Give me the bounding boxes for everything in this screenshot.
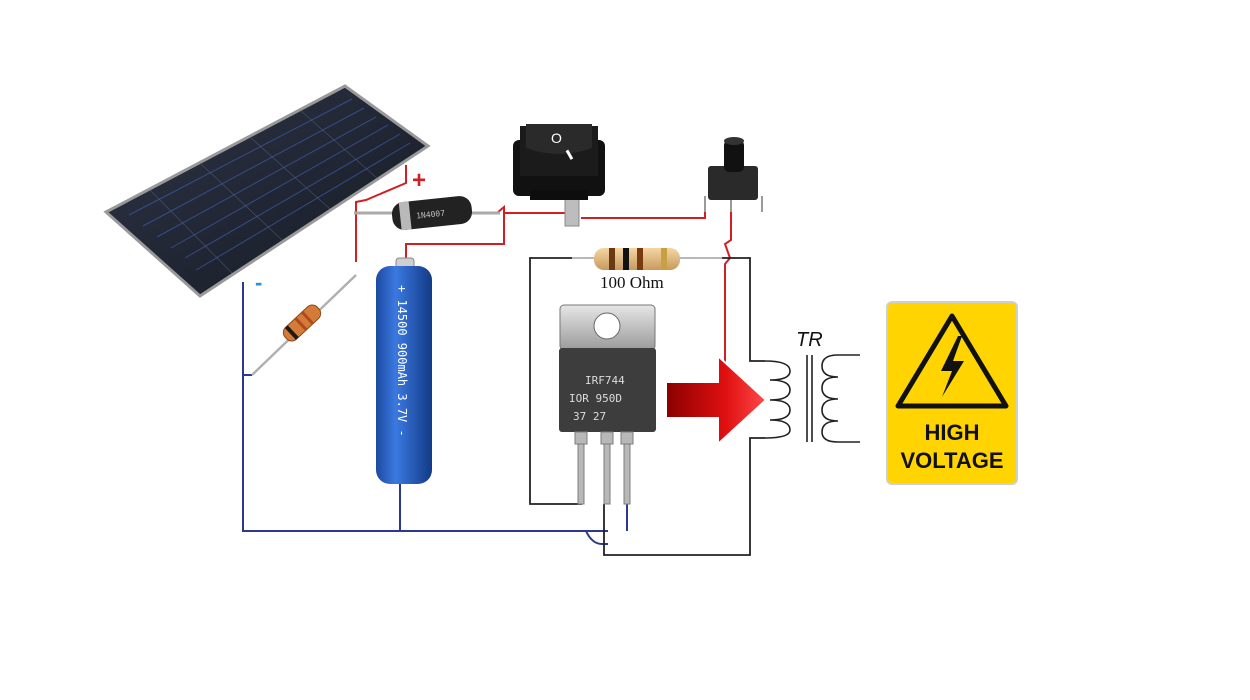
svg-text:O: O	[551, 130, 562, 146]
rectifier-diode: 1N4007	[354, 196, 500, 231]
minus-label: -	[255, 270, 262, 295]
warning-line-2: VOLTAGE	[900, 448, 1003, 473]
transformer-label: TR	[796, 329, 823, 351]
zener-diode	[251, 274, 357, 376]
diode-marking: 1N4007	[416, 209, 446, 221]
mosfet-text-2: IOR 950D	[569, 392, 622, 405]
transformer	[764, 354, 860, 443]
plus-label: +	[412, 167, 426, 194]
resistor-label: 100 Ohm	[600, 273, 664, 292]
lightning-bolt-icon	[941, 336, 964, 397]
red-arrow-icon	[665, 353, 768, 447]
negative-wires	[242, 282, 628, 545]
high-voltage-sign: HIGH VOLTAGE	[886, 301, 1018, 485]
solar-panel-icon	[103, 84, 431, 298]
battery-label: + 14500 900mAh 3.7V -	[395, 285, 409, 437]
rocker-switch-icon[interactable]: O	[513, 124, 605, 227]
resistor	[572, 248, 722, 270]
push-button-icon[interactable]	[704, 137, 763, 212]
warning-line-1: HIGH	[925, 420, 980, 445]
mosfet-transistor: IRF744 IOR 950D 37 27	[559, 304, 656, 505]
mosfet-text-1: IRF744	[585, 374, 625, 387]
battery-cell: + 14500 900mAh 3.7V -	[376, 257, 432, 484]
positive-wires	[354, 165, 732, 365]
mosfet-text-3: 37 27	[573, 410, 606, 423]
neutral-wires	[529, 257, 765, 556]
